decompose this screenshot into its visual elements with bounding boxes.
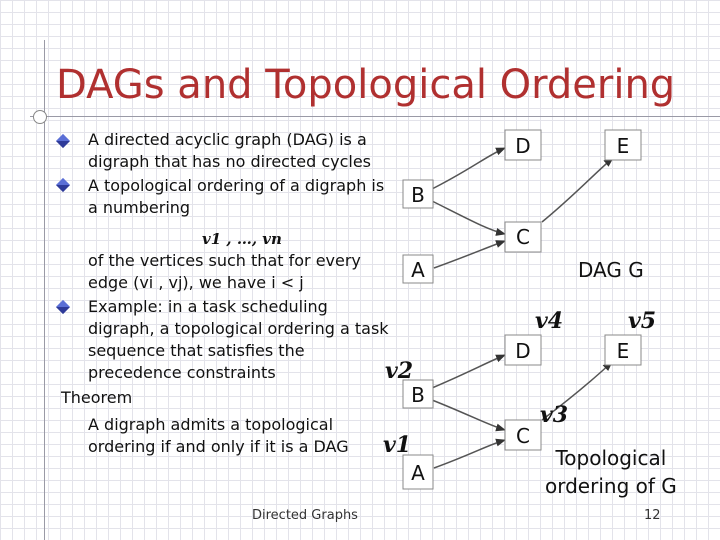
order-node-e-box: [604, 334, 642, 366]
dag-node-d-box: [504, 129, 542, 161]
vertex-sequence: v1 , …, vn: [202, 230, 282, 248]
continuation-line-2: edge (vi , vj), we have i < j: [88, 273, 304, 292]
dag-nodes: D E B C A: [402, 129, 642, 284]
dag-node-e-box: [604, 129, 642, 161]
index-v4: v4: [535, 308, 564, 334]
order-edge-c-e: [541, 361, 613, 421]
rule-junction-icon: [33, 110, 47, 124]
index-v3: v3: [540, 402, 569, 428]
ordering-nodes: D E B C A: [402, 334, 642, 490]
order-node-b-box: [402, 379, 434, 409]
index-v1: v1: [383, 432, 412, 458]
page-number: 12: [644, 508, 661, 523]
theorem-label: Theorem: [61, 388, 133, 407]
dag-node-d: D: [515, 134, 530, 158]
ordering-caption-line-2: ordering of G: [545, 474, 677, 498]
order-edge-b-d: [431, 354, 506, 389]
dag-edge-b-c: [429, 199, 506, 236]
dag-node-b: B: [411, 183, 425, 207]
index-v5: v5: [628, 308, 657, 334]
bullet-2-line-2: a numbering: [88, 198, 191, 217]
order-edge-b-c: [431, 399, 506, 432]
bullet-1-line-2: digraph that has no directed cycles: [88, 152, 371, 171]
dag-node-e: E: [617, 134, 630, 158]
dag-edge-c-e: [541, 157, 614, 223]
dag-label-text: DAG G: [578, 258, 644, 282]
order-node-e: E: [617, 339, 630, 363]
slide-title: DAGs and Topological Ordering: [56, 62, 676, 108]
order-node-c: C: [516, 424, 530, 448]
order-node-a-box: [402, 454, 434, 490]
bullet-3-line-4: precedence constraints: [88, 363, 276, 382]
dag-node-c: C: [516, 225, 530, 249]
bullet-2-line-1: A topological ordering of a digraph is: [88, 176, 385, 195]
dag-edge-a-c: [433, 240, 506, 269]
bullet-1-line-1: A directed acyclic graph (DAG) is a: [88, 130, 367, 149]
footer-text: Directed Graphs: [252, 508, 358, 523]
continuation-line-1: of the vertices such that for every: [88, 251, 361, 270]
bullet-3-line-3: sequence that satisfies the: [88, 341, 305, 360]
dag-node-a: A: [411, 258, 425, 282]
dag-edge-b-d: [429, 147, 506, 191]
dag-node-b-box: [402, 179, 434, 209]
bullet-3-line-1: Example: in a task scheduling: [88, 297, 328, 316]
order-node-c-box: [504, 419, 542, 451]
theorem-line-2: ordering if and only if it is a DAG: [88, 437, 349, 456]
order-edge-a-c: [433, 438, 506, 469]
ordering-edges: [431, 354, 613, 469]
order-node-a: A: [411, 461, 425, 485]
order-node-b: B: [411, 383, 425, 407]
ordering-caption-line-1: Topological: [555, 446, 667, 470]
ordering-caption: Topological ordering of G: [545, 444, 677, 500]
left-rule: [44, 40, 45, 540]
dag-label: DAG G: [578, 258, 644, 282]
order-node-d: D: [515, 339, 530, 363]
bullet-3-line-2: digraph, a topological ordering a task: [88, 319, 389, 338]
theorem-line-1: A digraph admits a topological: [88, 415, 334, 434]
dag-node-c-box: [504, 221, 542, 253]
dag-node-a-box: [402, 254, 434, 284]
order-node-d-box: [504, 334, 542, 366]
dag-edges: [429, 147, 614, 269]
index-v2: v2: [385, 358, 414, 384]
title-underline: [30, 116, 720, 117]
